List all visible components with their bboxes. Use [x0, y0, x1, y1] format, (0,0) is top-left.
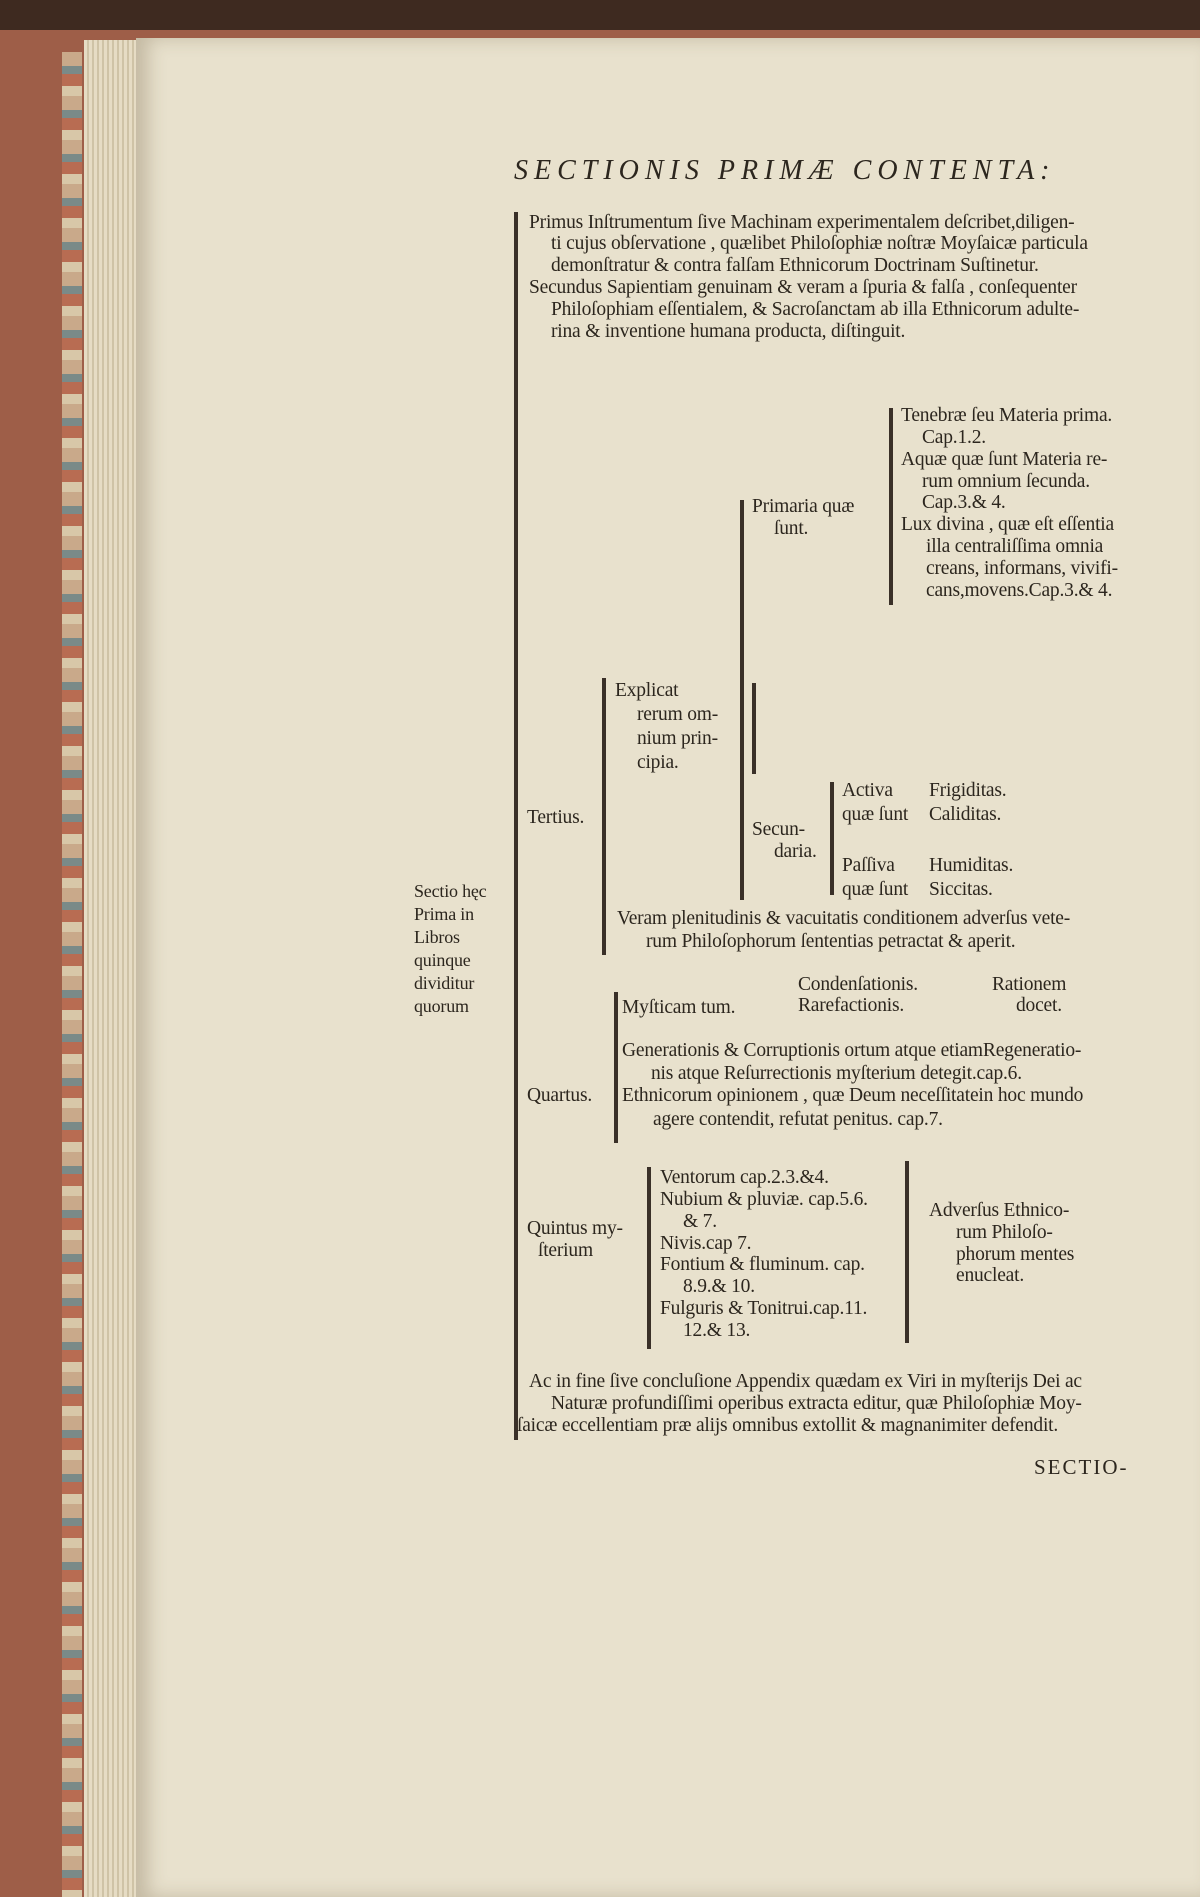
quartus-item: nis atque Reſurrectionis myſterium deteg…	[651, 1063, 1022, 1084]
primaria-item: cans,movens.Cap.3.& 4.	[926, 580, 1113, 601]
page	[136, 38, 1200, 1897]
intro-line: rina & inventione humana producta, diſti…	[551, 321, 906, 342]
primaria-item: Cap.3.& 4.	[922, 492, 1006, 513]
primaria-item: rum omnium ſecunda.	[922, 471, 1090, 492]
page-title: SECTIONIS PRIMÆ CONTENTA:	[514, 155, 1056, 186]
adversus-text: rum Philoſo-	[956, 1222, 1053, 1243]
appendix-text: ſaicæ eccellentiam præ alijs omnibus ext…	[517, 1415, 1059, 1436]
primaria-item: Aquæ quæ ſunt Materia re-	[901, 449, 1108, 470]
intro-line: Primus Inſtrumentum ſive Machinam experi…	[529, 212, 1075, 233]
side-label: Libros	[414, 927, 460, 947]
side-label: quorum	[414, 996, 469, 1016]
secundaria-label: Secun-	[752, 819, 805, 840]
quintus-item: Fulguris & Tonitrui.cap.11.	[660, 1298, 868, 1319]
primaria-item: Tenebræ ſeu Materia prima.	[901, 405, 1113, 426]
explicat-right-bracket	[752, 683, 756, 774]
explicat-text: rerum om-	[637, 704, 719, 725]
secundaria-bracket	[830, 782, 834, 895]
quintus-item: Fontium & fluminum. cap.	[660, 1254, 865, 1275]
quintus-right-bracket	[905, 1161, 909, 1343]
intro-line: Philoſophiam eſſentialem, & Sacroſanctam…	[551, 299, 1080, 320]
veram-text: rum Philoſophorum ſententias petractat &…	[646, 931, 1016, 952]
ratio-text: Rationem	[992, 974, 1067, 995]
main-bracket	[514, 212, 518, 1440]
page-edges	[84, 40, 144, 1897]
quintus-label: ſterium	[538, 1240, 593, 1261]
side-label: dividitur	[414, 973, 475, 993]
activa-label: Activa	[842, 780, 893, 801]
tertius-bracket	[602, 678, 606, 955]
side-label: quinque	[414, 950, 471, 970]
veram-text: Veram plenitudinis & vacuitatis conditio…	[617, 908, 1071, 929]
passiva-label: Paſſiva	[842, 855, 895, 876]
tertius-label: Tertius.	[527, 807, 585, 828]
activa-item: Caliditas.	[929, 804, 1002, 825]
primaria-item: creans, informans, vivifi-	[926, 558, 1118, 579]
quartus-item: agere contendit, refutat penitus. cap.7.	[653, 1109, 943, 1130]
secundaria-label: daria.	[774, 841, 817, 862]
quintus-item: Nivis.cap 7.	[660, 1233, 752, 1254]
primaria-bracket	[740, 500, 744, 900]
primaria-item: Cap.1.2.	[922, 427, 986, 448]
marbled-edge	[62, 52, 82, 1897]
activa-label: quæ ſunt	[842, 804, 909, 825]
side-label: Sectio hęc	[414, 881, 487, 901]
primaria-item: illa centraliſſima omnia	[926, 536, 1104, 557]
appendix-text: Naturæ profundiſſimi operibus extracta e…	[551, 1393, 1082, 1414]
explicat-text: Explicat	[615, 680, 679, 701]
intro-line: demonſtratur & contra falſam Ethnicorum …	[551, 255, 1039, 276]
mysticam-label: Myſticam tum.	[622, 997, 736, 1018]
adversus-text: phorum mentes	[956, 1244, 1075, 1265]
adversus-text: enucleat.	[956, 1265, 1025, 1286]
quintus-item: Nubium & pluviæ. cap.5.6.	[660, 1189, 868, 1210]
quintus-item: Ventorum cap.2.3.&4.	[660, 1167, 829, 1188]
side-label: Prima in	[414, 904, 474, 924]
quintus-item: 8.9.& 10.	[683, 1276, 755, 1297]
quartus-label: Quartus.	[527, 1085, 593, 1106]
ratio-text: docet.	[1016, 995, 1062, 1016]
primaria-label: ſunt.	[774, 518, 809, 539]
quartus-bracket	[614, 992, 618, 1143]
intro-line: Secundus Sapientiam genuinam & veram a ſ…	[529, 277, 1077, 298]
explicat-text: nium prin-	[637, 728, 718, 749]
passiva-label: quæ ſunt	[842, 879, 909, 900]
activa-item: Frigiditas.	[929, 780, 1007, 801]
primaria-label: Primaria quæ	[752, 496, 855, 517]
passiva-item: Humiditas.	[929, 855, 1014, 876]
appendix-text: Ac in fine ſive concluſione Appendix quæ…	[529, 1371, 1082, 1392]
quintus-item: & 7.	[683, 1211, 717, 1232]
explicat-text: cipia.	[637, 752, 679, 773]
mysticam-item: Rarefactionis.	[798, 995, 905, 1016]
quintus-label: Quintus my-	[527, 1218, 623, 1239]
primaria-item: Lux divina , quæ eſt eſſentia	[901, 514, 1114, 535]
mysticam-item: Condenſationis.	[798, 974, 918, 995]
quintus-item: 12.& 13.	[683, 1320, 751, 1341]
primaria-items-bracket	[889, 408, 893, 605]
adversus-text: Adverſus Ethnico-	[929, 1200, 1070, 1221]
quintus-bracket	[647, 1167, 651, 1349]
catchword: SECTIO-	[1034, 1455, 1129, 1479]
quartus-item: Ethnicorum opinionem , quæ Deum neceſſit…	[622, 1085, 1084, 1106]
intro-line: ti cujus obſervatione , quælibet Philoſo…	[551, 233, 1088, 254]
quartus-item: Generationis & Corruptionis ortum atque …	[622, 1040, 1082, 1061]
passiva-item: Siccitas.	[929, 879, 993, 900]
